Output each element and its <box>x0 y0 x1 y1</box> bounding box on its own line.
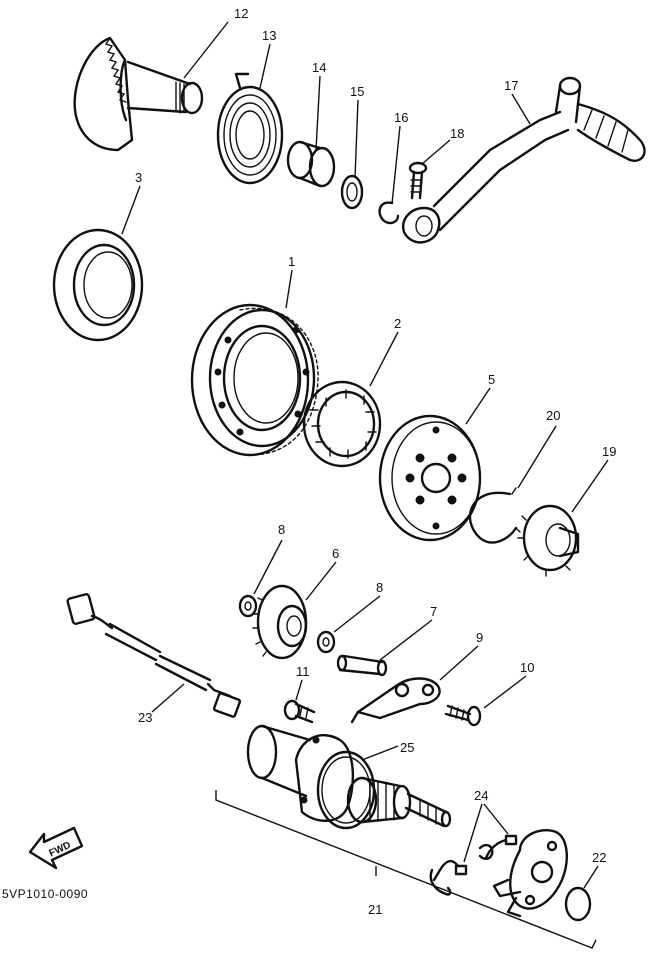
label-24: 24 <box>474 788 488 803</box>
part-21-starter-motor <box>246 724 452 828</box>
label-1: 1 <box>288 254 295 269</box>
label-5: 5 <box>488 372 495 387</box>
label-20: 20 <box>546 408 560 423</box>
part-23-lead-wire <box>66 593 242 718</box>
part-3-oil-seal <box>52 228 144 342</box>
diagram-code: 5VP1010-0090 <box>2 887 88 901</box>
label-6: 6 <box>332 546 339 561</box>
label-22: 22 <box>592 850 606 865</box>
label-21: 21 <box>368 902 382 917</box>
label-25: 25 <box>400 740 414 755</box>
label-7: 7 <box>430 604 437 619</box>
part-18-bolt <box>408 161 428 200</box>
label-11: 11 <box>296 664 310 679</box>
label-16: 16 <box>394 110 408 125</box>
part-15-washer <box>340 174 364 210</box>
label-3: 3 <box>135 170 142 185</box>
label-8-upper: 8 <box>278 522 285 537</box>
part-8-washer-lower <box>316 630 336 654</box>
part-13-torsion-spring <box>216 72 284 185</box>
part-22-o-ring <box>564 886 592 922</box>
part-2-one-way-clutch <box>302 380 382 468</box>
part-24-brush-set <box>429 834 518 896</box>
label-12: 12 <box>234 6 248 21</box>
part-19-idle-gear <box>517 504 580 577</box>
label-18: 18 <box>450 126 464 141</box>
label-15: 15 <box>350 84 364 99</box>
part-21-end-cover <box>492 829 568 918</box>
label-14: 14 <box>312 60 326 75</box>
part-17-kick-crank <box>402 76 646 244</box>
part-10-screw <box>444 704 482 727</box>
label-9: 9 <box>476 630 483 645</box>
part-5-clutch-housing <box>378 414 482 542</box>
label-19: 19 <box>602 444 616 459</box>
label-17: 17 <box>504 78 518 93</box>
label-2: 2 <box>394 316 401 331</box>
part-25-o-ring <box>316 750 376 830</box>
part-11-bolt <box>283 699 316 724</box>
part-14-collar <box>286 140 336 188</box>
part-6-reduction-gear <box>252 584 308 660</box>
label-10: 10 <box>520 660 534 675</box>
label-8-lower: 8 <box>376 580 383 595</box>
part-1-starter-ring-gear <box>190 303 319 457</box>
part-7-shaft <box>336 654 388 677</box>
part-12-kick-axle <box>73 36 204 152</box>
fwd-arrow-icon: FWD <box>28 826 84 870</box>
part-16-circlip <box>378 201 400 225</box>
label-13: 13 <box>262 28 276 43</box>
part-8-washer-upper <box>238 594 258 618</box>
part-9-plate <box>350 677 441 724</box>
label-23: 23 <box>138 710 152 725</box>
part-20-circlip <box>468 487 521 544</box>
